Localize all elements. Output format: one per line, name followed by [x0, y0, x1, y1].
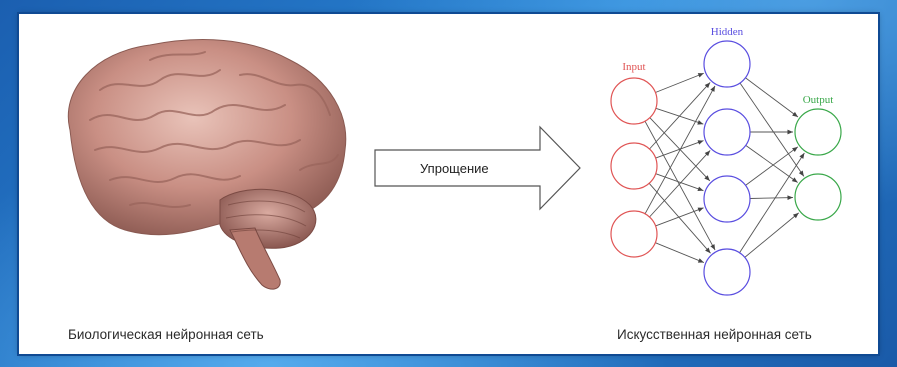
network-edge [749, 197, 794, 199]
network-edge [649, 82, 711, 150]
hidden-layer-label: Hidden [711, 26, 744, 38]
network-edge [644, 85, 716, 215]
network-edge-arrowhead [697, 186, 704, 191]
network-edge-arrowhead [787, 129, 793, 135]
network-edge [739, 82, 805, 177]
network-edge [745, 145, 798, 183]
brain-stem [229, 227, 281, 290]
network-edge [655, 207, 704, 227]
network-edge-arrowhead [792, 212, 799, 219]
network-edge-arrowhead [697, 120, 704, 125]
network-edge-arrowhead [799, 152, 805, 159]
hidden-node [703, 175, 751, 223]
network-edge [644, 120, 716, 251]
network-edge-arrowhead [704, 82, 711, 89]
network-edge-arrowhead [705, 247, 711, 254]
network-edge [745, 77, 799, 118]
network-edge-arrowhead [798, 170, 804, 177]
network-edge-arrowhead [697, 207, 704, 212]
network-edge-arrowhead [792, 146, 798, 152]
brain-image [67, 39, 347, 290]
network-edge-arrowhead [791, 177, 798, 183]
network-edge [649, 150, 711, 218]
network-edge [655, 242, 705, 263]
network-edge-arrowhead [697, 258, 704, 263]
arrow-label: Упрощение [420, 161, 489, 176]
network-edge-arrowhead [710, 244, 716, 251]
caption-biological: Биологическая нейронная сеть [68, 327, 264, 342]
network-edge [744, 212, 799, 258]
input-node [610, 77, 658, 125]
output-layer-label: Output [803, 94, 834, 106]
network-edge-arrowhead [704, 150, 711, 157]
network-edges [644, 72, 805, 263]
input-layer-label: Input [622, 61, 645, 73]
simplification-arrow [374, 125, 581, 211]
network-edge [655, 173, 704, 192]
network-edge-arrowhead [710, 85, 716, 92]
output-node [794, 173, 842, 221]
network-nodes [610, 40, 842, 296]
hidden-node [703, 108, 751, 156]
network-edge [655, 140, 704, 159]
caption-artificial: Искусственная нейронная сеть [617, 327, 812, 342]
network-edge-arrowhead [792, 111, 798, 118]
network-edge-arrowhead [697, 73, 704, 78]
network-edge [648, 182, 711, 254]
network-edge [739, 152, 805, 253]
hidden-node [703, 248, 751, 296]
brain-cerebrum [67, 39, 347, 236]
network-edge [745, 146, 799, 186]
network-edge-arrowhead [787, 195, 794, 201]
network-edge-arrowhead [704, 175, 710, 181]
network-edge-arrowhead [697, 140, 704, 145]
output-node [794, 108, 842, 156]
input-node [610, 210, 658, 258]
input-node [610, 142, 658, 190]
network-edge [655, 72, 704, 93]
hidden-node [703, 40, 751, 88]
